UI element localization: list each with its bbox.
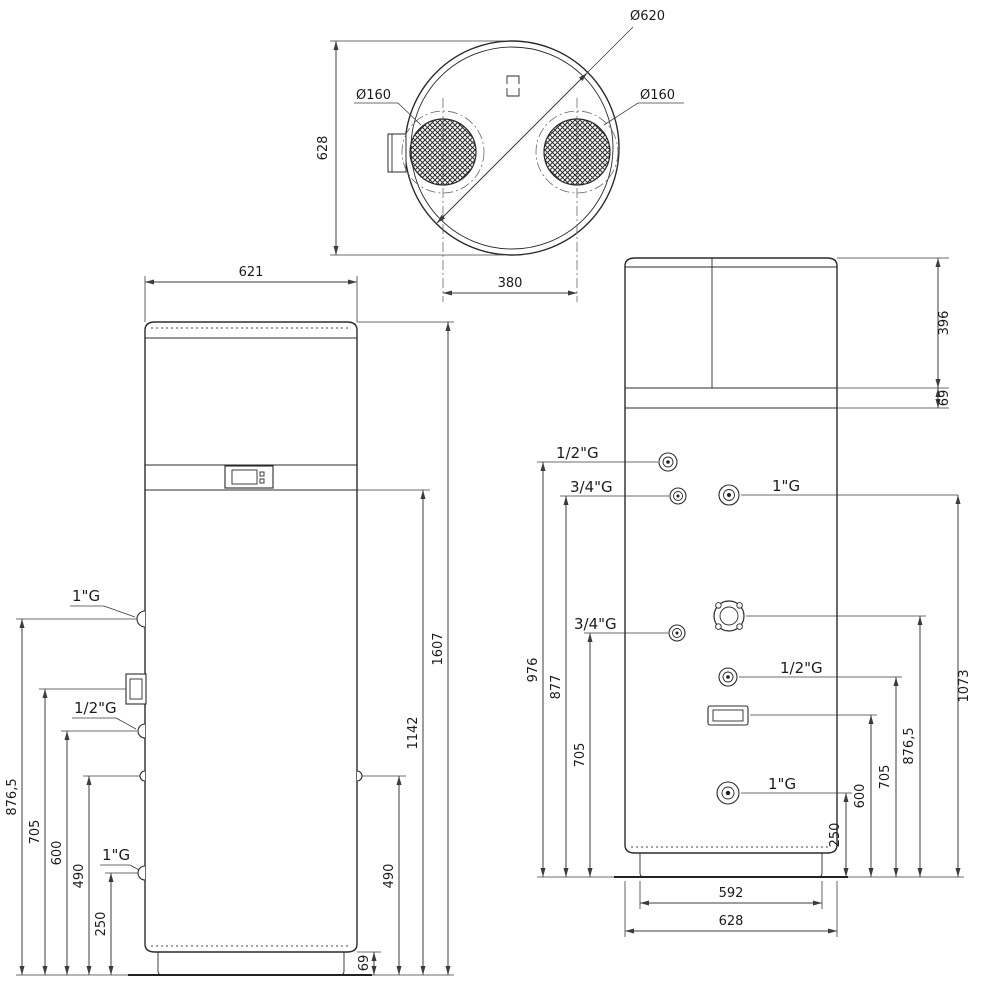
dim-705-rear-left: 705 bbox=[573, 743, 588, 768]
dim-depth: 628 bbox=[316, 136, 331, 161]
leader-conn-top bbox=[103, 605, 136, 618]
fitting-1-G-bottom bbox=[716, 781, 740, 805]
dim-600: 600 bbox=[50, 841, 65, 866]
dim-duct-left-dia: Ø160 bbox=[356, 88, 391, 103]
label-conn-2: 3/4"G bbox=[570, 478, 613, 496]
dim-1607: 1607 bbox=[431, 632, 446, 665]
dim-1142: 1142 bbox=[406, 716, 421, 749]
dim-250: 250 bbox=[94, 912, 109, 937]
leader-duct-left bbox=[397, 102, 422, 126]
dim-1073: 1073 bbox=[957, 669, 972, 702]
front-view: 1"G 1/2"G 1"G 876,5 705 600 490 250 bbox=[5, 265, 454, 976]
fitting-flange bbox=[713, 600, 745, 632]
dim-876-rear: 876,5 bbox=[902, 727, 917, 764]
dim-duct-spacing: 380 bbox=[498, 276, 523, 291]
dim-490-right: 490 bbox=[382, 864, 397, 889]
dim-628-rear: 628 bbox=[719, 914, 744, 929]
label-conn-4: 3/4"G bbox=[574, 615, 617, 633]
control-display bbox=[224, 465, 274, 489]
side-tab bbox=[387, 133, 407, 173]
tank-rear-outline bbox=[624, 257, 838, 854]
dim-976: 976 bbox=[526, 658, 541, 683]
plinth-rear bbox=[639, 853, 823, 878]
dim-base-height: 69 bbox=[357, 955, 372, 972]
control-display-button-1 bbox=[259, 471, 265, 477]
dim-490-left: 490 bbox=[72, 864, 87, 889]
leader-outer-dia bbox=[586, 26, 634, 74]
connection-right-490 bbox=[356, 770, 363, 782]
fitting-34-G-top bbox=[669, 487, 687, 505]
leader-conn-bottom bbox=[129, 864, 140, 871]
fitting-34-G-mid bbox=[668, 624, 686, 642]
connection-bracket bbox=[125, 673, 147, 705]
dim-592: 592 bbox=[719, 886, 744, 901]
dim-line-outer-dia bbox=[436, 72, 588, 224]
dim-877: 877 bbox=[549, 675, 564, 700]
fitting-service-port bbox=[707, 705, 749, 726]
connection-1G-bottom bbox=[137, 865, 146, 881]
top-view: Ø620 Ø160 Ø160 628 380 bbox=[316, 9, 684, 302]
duct-grille-left bbox=[409, 118, 477, 186]
dim-duct-right-dia: Ø160 bbox=[640, 88, 675, 103]
control-display-screen bbox=[231, 469, 258, 485]
dim-600-rear: 600 bbox=[853, 784, 868, 809]
tank-front-outline bbox=[144, 321, 358, 953]
dim-396: 396 bbox=[937, 311, 952, 336]
control-display-button-2 bbox=[259, 478, 265, 484]
connection-half-G bbox=[137, 723, 146, 739]
duct-grille-right bbox=[543, 118, 611, 186]
label-conn-6: 1"G bbox=[768, 775, 796, 793]
leader-conn-mid bbox=[115, 717, 137, 730]
connection-left-490 bbox=[139, 770, 146, 782]
fitting-1-G-top bbox=[718, 484, 740, 506]
label-conn-mid: 1/2"G bbox=[74, 699, 117, 717]
dim-69-rear: 69 bbox=[937, 390, 952, 407]
fitting-half-G-top bbox=[658, 452, 678, 472]
dim-876: 876,5 bbox=[5, 778, 20, 815]
dim-705-rear-right: 705 bbox=[878, 765, 893, 790]
dim-outer-diameter: Ø620 bbox=[630, 9, 665, 24]
label-conn-top: 1"G bbox=[72, 587, 100, 605]
connection-1G-top bbox=[136, 610, 146, 628]
plinth-front bbox=[157, 952, 345, 976]
connection-bracket-inner bbox=[129, 678, 143, 700]
label-conn-5: 1/2"G bbox=[780, 659, 823, 677]
label-conn-3: 1"G bbox=[772, 477, 800, 495]
leader-duct-right bbox=[603, 102, 639, 126]
label-conn-bottom: 1"G bbox=[102, 846, 130, 864]
rear-view: 1/2"G 3/4"G 3/4"G 976 877 705 1"G 1/2"G … bbox=[526, 257, 972, 937]
dim-705: 705 bbox=[28, 820, 43, 845]
dim-width-front: 621 bbox=[239, 265, 264, 280]
fitting-half-G-mid bbox=[718, 667, 738, 687]
dim-250-rear: 250 bbox=[828, 823, 843, 848]
label-conn-1: 1/2"G bbox=[556, 444, 599, 462]
